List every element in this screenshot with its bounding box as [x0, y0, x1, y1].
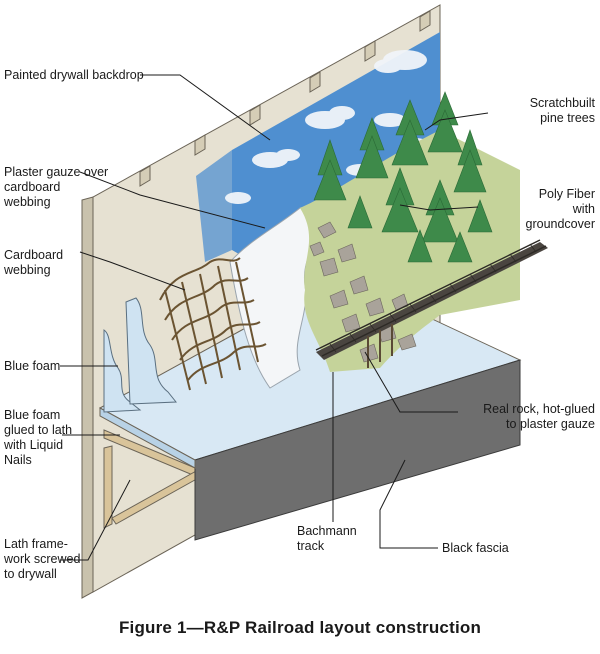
- label-cardboard-webbing: Cardboard webbing: [4, 248, 64, 277]
- black-fascia: [194, 359, 521, 541]
- label-painted-drywall-backdrop: Painted drywall backdrop: [4, 68, 144, 82]
- bachmann-track: [315, 239, 548, 368]
- label-blue-foam: Blue foam: [4, 359, 61, 373]
- cardboard-webbing: [159, 257, 267, 391]
- label-blue-foam-glued: Blue foam glued to lath with Liquid Nail…: [4, 408, 73, 467]
- figure-caption: Figure 1—R&P Railroad layout constructio…: [118, 618, 482, 637]
- drywall-edge: [81, 196, 94, 599]
- label-pine-trees: Scratchbuilt pine trees: [529, 96, 595, 125]
- leader-lines: [60, 74, 489, 561]
- wall-studs: [139, 10, 431, 187]
- label-lath-framework: Lath frame- work screwed to drywall: [4, 537, 81, 581]
- pine-trees: [313, 91, 493, 263]
- foam-base-front: [99, 407, 196, 469]
- label-plaster-gauze: Plaster gauze over cardboard webbing: [4, 165, 109, 209]
- label-poly-fiber: Poly Fiber with groundcover: [525, 187, 596, 231]
- lath-framework: [103, 429, 203, 529]
- sky-backdrop-fringe: [196, 150, 232, 262]
- label-black-fascia: Black fascia: [442, 541, 509, 555]
- label-bachmann-track: Bachmann track: [297, 524, 357, 553]
- label-real-rock: Real rock, hot-glued to plaster gauze: [483, 402, 595, 431]
- blue-foam-profiles: [103, 297, 178, 413]
